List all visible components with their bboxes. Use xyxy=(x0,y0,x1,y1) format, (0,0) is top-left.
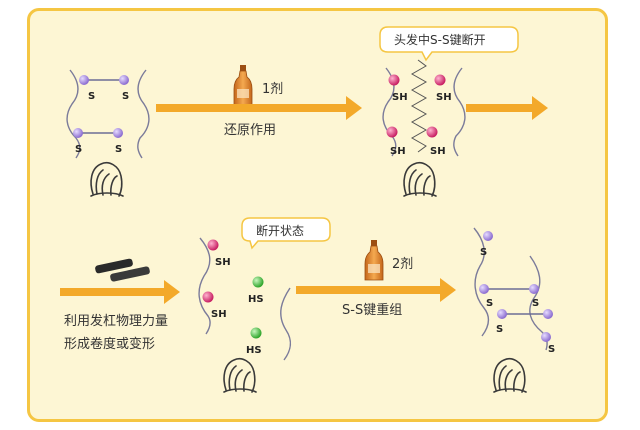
atom-label-s: S xyxy=(548,344,555,355)
thiol-atom xyxy=(250,327,262,339)
thiol-atom xyxy=(434,74,446,86)
broken-bond-zigzag xyxy=(410,59,428,153)
thiol-atom xyxy=(388,74,400,86)
atom-label-s: S xyxy=(480,247,487,258)
hair-curl-icon xyxy=(223,357,257,393)
roller-rods: 利用发杠物理力量 形成卷度或变形 xyxy=(60,258,180,352)
keratin-strand-right xyxy=(453,67,466,157)
thiol-atom xyxy=(252,276,264,288)
reagent-bottle-icon xyxy=(364,239,384,281)
perm-rod-icon xyxy=(110,266,150,282)
atom-label-sh: SH xyxy=(430,146,446,157)
sulfur-atom xyxy=(497,309,507,319)
keratin-strand-left xyxy=(198,237,211,335)
recombination-step: 2剂 S-S键重组 xyxy=(296,239,456,318)
process-arrow xyxy=(296,278,456,302)
atom-label-s: S xyxy=(532,298,539,309)
hair-curl-icon xyxy=(493,357,527,393)
keratin-strand-right xyxy=(280,287,292,361)
atom-label-s: S xyxy=(486,298,493,309)
sulfur-atom xyxy=(119,75,129,85)
keratin-strand-left xyxy=(473,227,490,337)
atom-label-s: S xyxy=(75,144,82,155)
atom-label-sh: SH xyxy=(390,146,406,157)
reagent-bottle-icon xyxy=(233,64,253,106)
rod-caption-line1: 利用发杠物理力量 xyxy=(64,313,168,329)
reagent2-label: 2剂 xyxy=(392,257,413,272)
sulfur-atom xyxy=(541,332,551,342)
rod-caption-line2: 形成卷度或变形 xyxy=(64,336,155,352)
keratin-strand-right xyxy=(137,69,150,159)
broken-hair-structure: 头发中S-S键断开 SH SH SH SH xyxy=(379,26,519,197)
bubble-break-text: 头发中S-S键断开 xyxy=(394,32,486,47)
atom-label-hs: HS xyxy=(248,294,264,305)
atom-label-sh: SH xyxy=(436,92,452,103)
sulfur-atom xyxy=(543,309,553,319)
sulfur-atom xyxy=(483,231,493,241)
thiol-atom xyxy=(207,239,219,251)
atom-label-s: S xyxy=(115,144,122,155)
hair-curl-icon xyxy=(403,161,437,197)
atom-label-s: S xyxy=(496,324,503,335)
sulfur-atom xyxy=(529,284,539,294)
reduction-label: 还原作用 xyxy=(224,123,276,138)
speech-bubble xyxy=(379,26,519,62)
recombined-hair-structure: S S S S S xyxy=(473,227,555,393)
thiol-atom xyxy=(202,291,214,303)
intact-hair-structure: S S S S xyxy=(66,69,150,197)
recombine-label: S-S键重组 xyxy=(342,302,402,318)
perm-rod-icon xyxy=(95,258,133,274)
atom-label-sh: SH xyxy=(215,257,231,268)
process-arrow xyxy=(466,96,548,120)
process-arrow xyxy=(156,96,362,120)
hair-curl-icon xyxy=(90,161,124,197)
keratin-strand-left xyxy=(66,69,81,159)
atom-label-s: S xyxy=(88,91,95,102)
atom-label-hs: HS xyxy=(246,345,262,356)
thiol-atom xyxy=(426,126,438,138)
broken-state-structure: 断开状态 SH SH HS HS xyxy=(198,217,331,393)
process-arrow xyxy=(60,280,180,304)
sulfur-atom xyxy=(479,284,489,294)
sulfur-atom xyxy=(113,128,123,138)
reduction-step: 1剂 还原作用 xyxy=(156,64,362,138)
sulfur-atom xyxy=(79,75,89,85)
speech-bubble xyxy=(241,217,331,250)
sulfur-atom xyxy=(73,128,83,138)
bubble-state-text: 断开状态 xyxy=(256,223,304,238)
thiol-atom xyxy=(386,126,398,138)
reagent1-label: 1剂 xyxy=(262,82,283,97)
atom-label-s: S xyxy=(122,91,129,102)
atom-label-sh: SH xyxy=(211,309,227,320)
atom-label-sh: SH xyxy=(392,92,408,103)
